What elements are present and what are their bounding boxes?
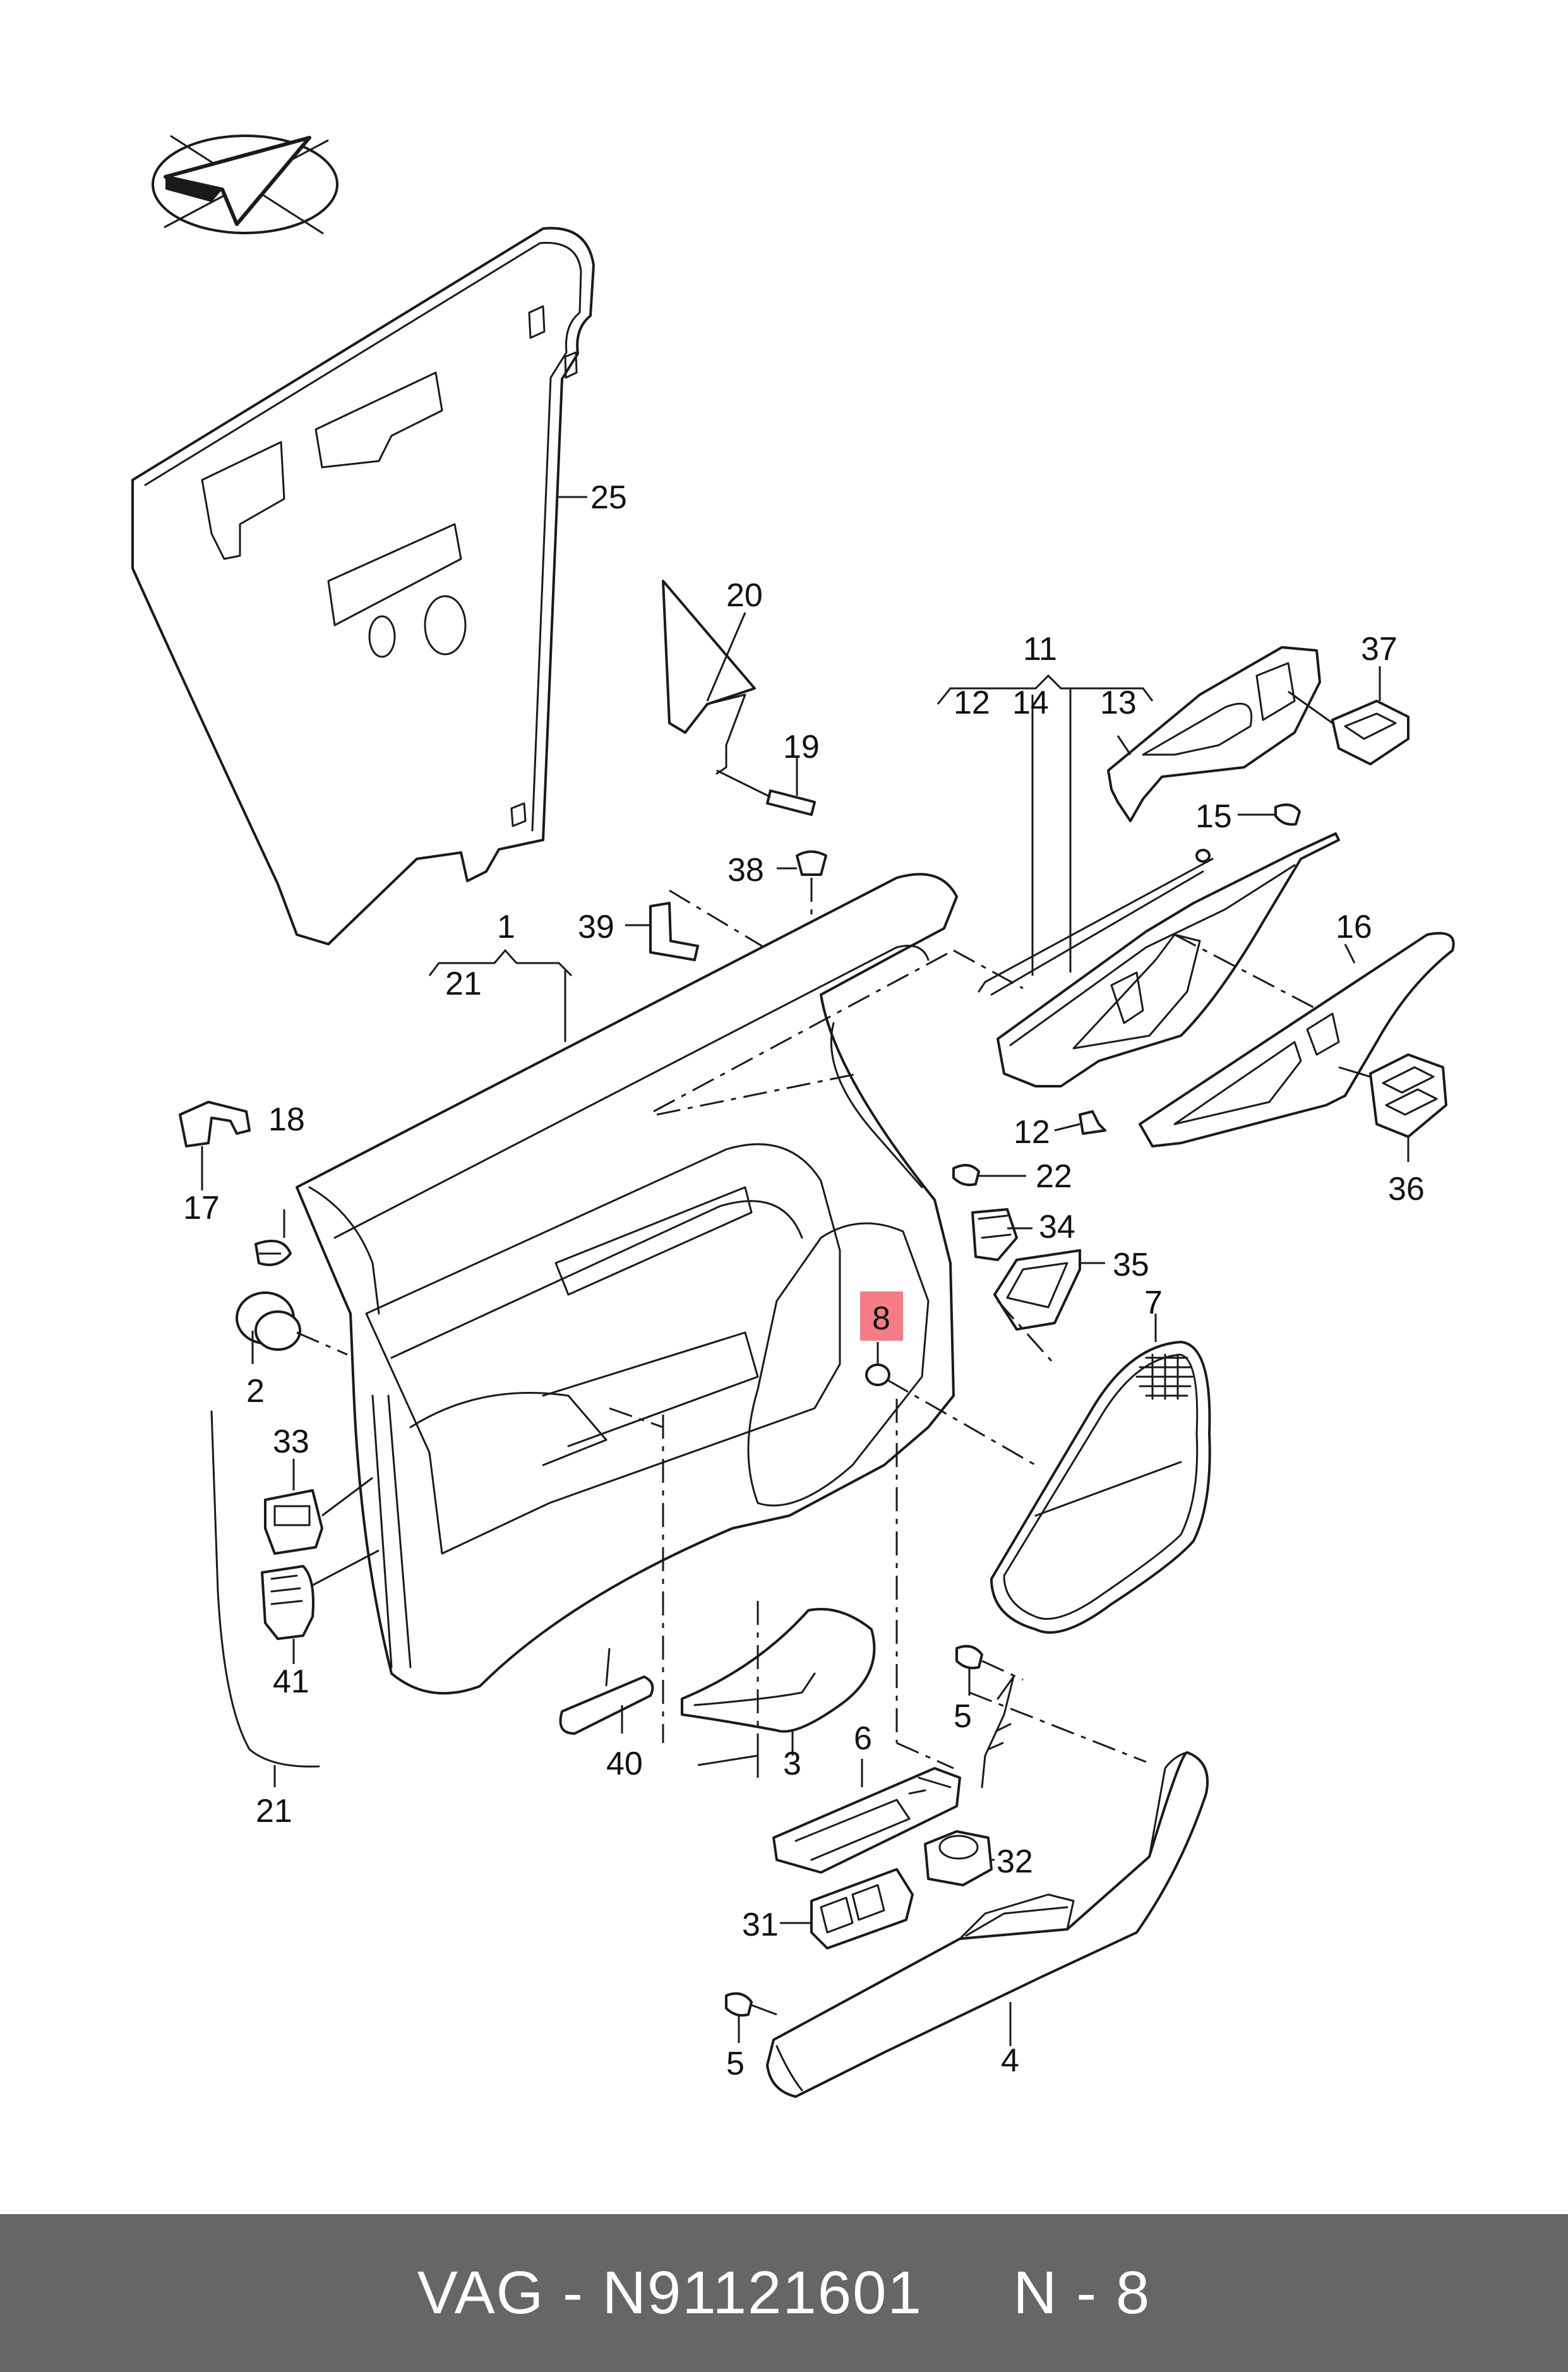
callout-15: 15: [1195, 798, 1232, 835]
part-20-mirror-triangle: [662, 580, 756, 775]
part-33-switch: [264, 1459, 373, 1555]
part-31-window-switch: [780, 1868, 914, 1950]
part-32-mirror-switch: [924, 1830, 995, 1886]
callout-25: 25: [590, 479, 627, 516]
callout-18: 18: [268, 1101, 305, 1138]
footer-part-number: N91121601: [602, 2259, 923, 2327]
part-5-screw-bottom: [725, 1992, 777, 2043]
part-18-screw: [254, 1209, 292, 1266]
speaker-grille: [1135, 1353, 1194, 1400]
footer-brand: VAG: [417, 2259, 545, 2327]
part-1-door-trim-panel: [296, 873, 958, 1695]
callout-7: 7: [1144, 1285, 1163, 1321]
callout-31: 31: [742, 1907, 779, 1943]
callout-37: 37: [1361, 631, 1397, 668]
callout-12-top: 12: [954, 685, 990, 721]
callout-38: 38: [727, 852, 764, 889]
callout-12-bottom: 12: [1014, 1114, 1050, 1151]
callout-14: 14: [1012, 685, 1049, 721]
part-5-screw-top: [955, 1644, 1024, 1696]
callout-36: 36: [1388, 1171, 1425, 1207]
callout-21-top: 21: [445, 966, 482, 1002]
part-3-insert: [609, 1407, 876, 1778]
part-40-light: [559, 1648, 654, 1735]
callout-34: 34: [1039, 1209, 1075, 1245]
callout-33: 33: [273, 1423, 309, 1460]
part-8-clip: [860, 1291, 1036, 1466]
callout-17: 17: [183, 1190, 220, 1226]
callout-39: 39: [578, 909, 614, 945]
callout-40: 40: [606, 1746, 643, 1782]
part-25-insulation-panel: [131, 227, 595, 945]
footer-position-label: N - 8: [1013, 2259, 1151, 2327]
callout-5-bottom: 5: [726, 2046, 745, 2082]
part-number-footer: VAG - N91121601 N - 8: [0, 2214, 1568, 2372]
part-7-speaker-cover: [990, 1314, 1211, 1634]
callout-35: 35: [1113, 1247, 1149, 1283]
part-21-seal-strip: [210, 1410, 320, 1787]
callout-21-bottom: 21: [256, 1793, 292, 1830]
callout-41: 41: [273, 1663, 309, 1700]
part-22-screw: [952, 1164, 1026, 1187]
part-34-switch: [971, 1208, 1032, 1261]
callout-5-top: 5: [954, 1698, 972, 1735]
footer-separator: -: [562, 2259, 584, 2327]
callout-22: 22: [1036, 1158, 1072, 1195]
footer-text: VAG - N91121601 N - 8: [417, 2258, 1151, 2328]
callout-4: 4: [1001, 2042, 1019, 2079]
callout-20: 20: [726, 577, 763, 614]
callout-6: 6: [854, 1720, 872, 1757]
part-11-handle-carrier: [937, 674, 1340, 1087]
callout-32: 32: [996, 1843, 1033, 1880]
callout-13: 13: [1100, 685, 1137, 721]
callout-11: 11: [1023, 631, 1057, 668]
part-16-trim-strip: [1139, 931, 1455, 1147]
part-2-clip: [236, 1291, 348, 1364]
callout-3: 3: [783, 1746, 801, 1782]
part-17-clip: [179, 1101, 251, 1190]
part-36-switch: [1338, 1053, 1447, 1162]
callout-labels: 25 20 19 38 39 1 21 11 12 14 13 37 15 16…: [183, 479, 1425, 2082]
callout-19: 19: [783, 729, 820, 765]
part-12-clip: [1054, 1110, 1106, 1135]
part-13-inner-handle: [1107, 646, 1321, 822]
direction-arrow-icon: [152, 135, 338, 235]
part-35-bezel: [993, 1249, 1105, 1362]
callout-1: 1: [497, 909, 515, 945]
exploded-parts-diagram: 25 20 19 38 39 1 21 11 12 14 13 37 15 16…: [131, 135, 1455, 2098]
part-41-switch: [261, 1549, 380, 1664]
callout-16: 16: [1336, 909, 1372, 945]
part-6-handle-bezel: [772, 1399, 961, 1874]
part-15-screw: [1238, 803, 1301, 826]
part-19-rivet: [716, 758, 816, 816]
callout-8: 8: [872, 1300, 890, 1337]
highlight-box-8: [860, 1291, 903, 1341]
callout-2: 2: [246, 1373, 265, 1410]
part-37-switch: [1288, 666, 1409, 765]
part-4-armrest: [766, 1675, 1209, 2098]
